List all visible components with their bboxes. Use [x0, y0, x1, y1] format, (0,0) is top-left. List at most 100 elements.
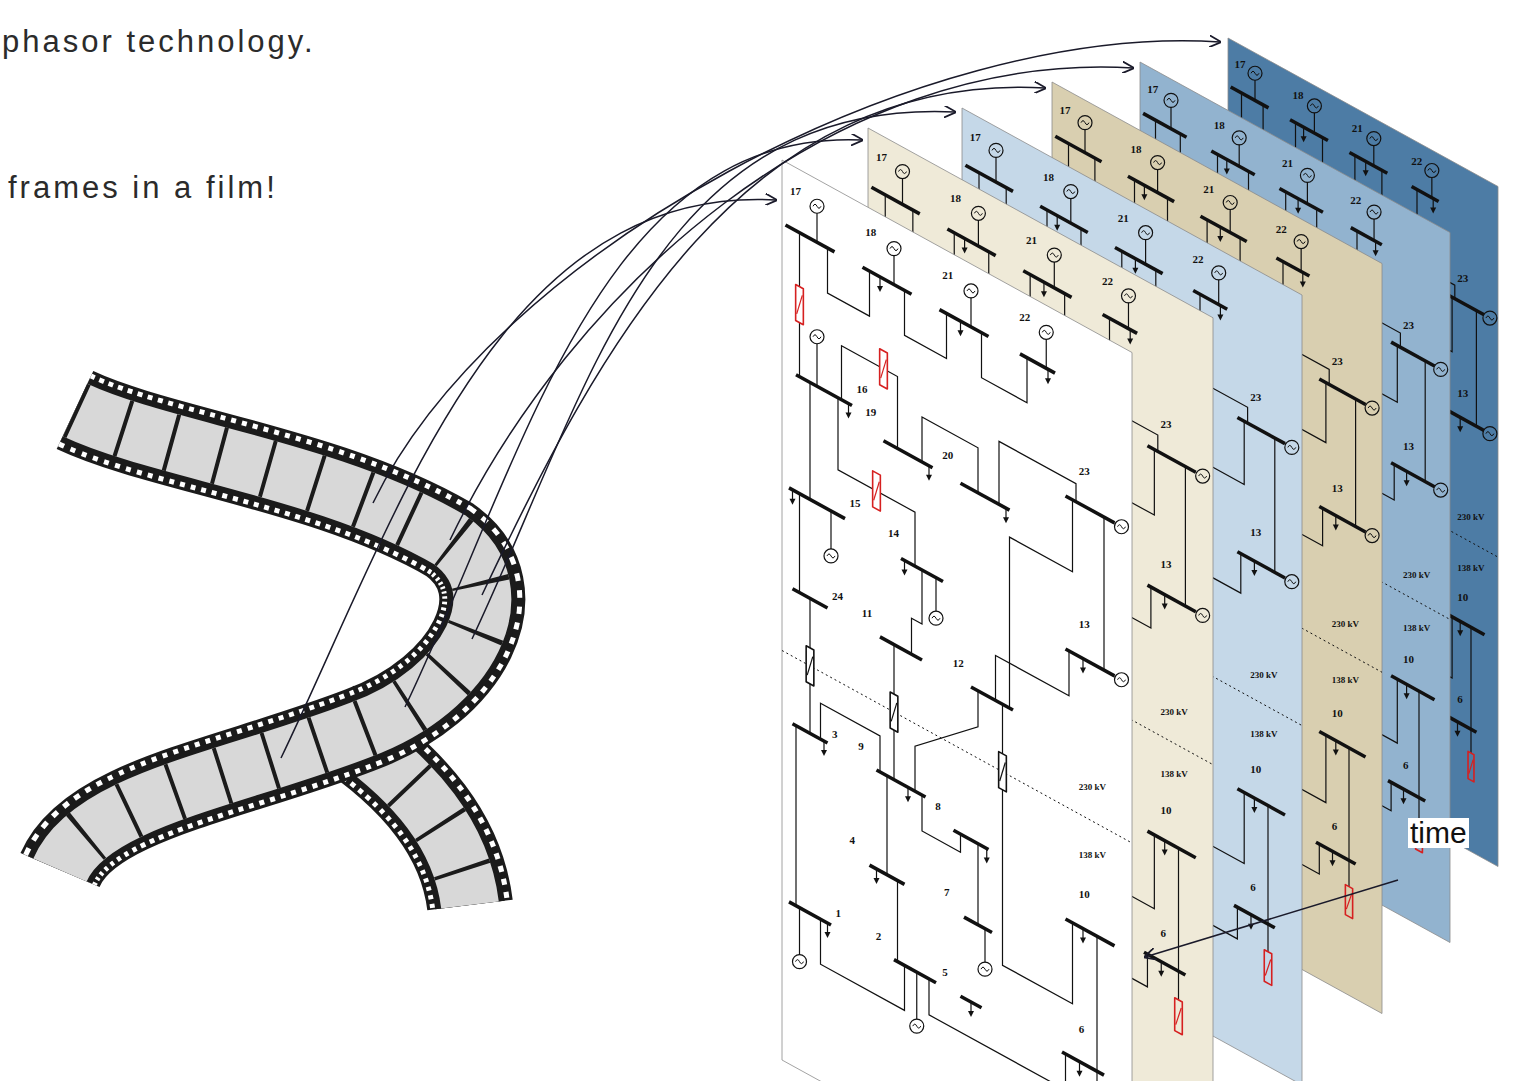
load-arrow — [1127, 330, 1133, 345]
generator-symbol — [1365, 401, 1379, 415]
voltage-label: 138 kV — [1078, 845, 1107, 861]
generator-circle — [1121, 289, 1135, 303]
load-arrow — [1404, 471, 1410, 486]
bus-number: 18 — [1042, 168, 1055, 184]
transmission-line — [1178, 848, 1179, 971]
generator-symbol — [1307, 99, 1321, 133]
bus-bar — [1020, 354, 1055, 373]
load-head — [1217, 236, 1223, 242]
bus-number: 18 — [1130, 144, 1143, 155]
bus-number: 20 — [941, 450, 954, 461]
bus-bar — [1391, 676, 1434, 700]
bus-bar — [871, 187, 919, 214]
generator-tilde — [1042, 330, 1050, 334]
load-arrow — [958, 321, 964, 336]
generator-stem — [916, 972, 917, 1026]
voltage-label: 138 kV — [1249, 724, 1278, 740]
voltage-label: 230 kV — [1078, 783, 1107, 792]
generator-tilde — [974, 211, 982, 215]
bus-number: 23 — [1331, 352, 1344, 368]
bus-bar — [954, 830, 989, 849]
transformer-mark — [1176, 1008, 1182, 1025]
load-head — [846, 413, 852, 419]
bus-number: 17 — [1059, 105, 1072, 116]
bus-bar — [1143, 113, 1186, 137]
voltage-label: 138 kV — [1249, 730, 1278, 739]
generator-tilde — [1368, 406, 1376, 410]
bus-number: 6 — [1078, 1020, 1086, 1036]
bus-bar — [793, 724, 828, 743]
generator-circle — [1064, 185, 1078, 199]
sprocket-holes — [60, 410, 482, 870]
load-arrow — [1300, 272, 1306, 287]
load-head — [1003, 517, 1009, 523]
bus-number: 2 — [875, 927, 883, 943]
bus-bar — [1231, 87, 1269, 108]
voltage-label: 230 kV — [1249, 671, 1278, 680]
bus-number: 21 — [1351, 123, 1364, 134]
bus-bar — [1128, 176, 1174, 201]
load-head — [1457, 426, 1463, 432]
transmission-line — [828, 248, 870, 316]
generator-circle — [1115, 673, 1129, 687]
bus-number: 11 — [861, 604, 873, 620]
bus-number: 4 — [849, 831, 857, 847]
load-arrow — [1457, 621, 1463, 636]
generator-circle — [810, 199, 824, 213]
bus-bar — [1447, 410, 1485, 431]
bus-number: 7 — [943, 883, 951, 899]
bus-number: 22 — [1275, 224, 1288, 235]
generator-symbol — [1212, 266, 1226, 305]
generator-tilde — [1251, 71, 1259, 75]
voltage-label: 230 kV — [1331, 620, 1360, 629]
generator-circle — [964, 284, 978, 298]
generator-tilde — [1199, 474, 1207, 478]
transformer-symbol — [1264, 950, 1271, 986]
transformer-mark — [1469, 760, 1473, 774]
bus-number: 6 — [1249, 882, 1257, 893]
generator-circle — [1367, 205, 1381, 219]
load-head — [877, 286, 883, 292]
generator-tilde — [813, 335, 821, 339]
bus-number: 17 — [1233, 55, 1246, 71]
bus-bar — [1237, 789, 1285, 815]
film-frame — [60, 410, 482, 870]
load-arrow — [1080, 929, 1086, 944]
generator-tilde — [1235, 136, 1243, 140]
bus-number: 23 — [1249, 392, 1262, 403]
curved-arrow — [281, 199, 776, 758]
generator-tilde — [1154, 161, 1162, 165]
load-head — [1251, 570, 1257, 576]
bus-number: 10 — [1402, 654, 1415, 665]
bus-number: 23 — [1402, 316, 1415, 332]
bus-bar — [961, 483, 1010, 510]
bus-bar — [1147, 446, 1195, 473]
generator-tilde — [1303, 173, 1311, 177]
time-axis — [1145, 880, 1398, 957]
generator-tilde — [1288, 445, 1296, 449]
bus-bar — [1319, 732, 1365, 757]
generator-symbol — [1285, 575, 1299, 589]
bus-bar — [1103, 314, 1138, 333]
generator-tilde — [899, 170, 907, 174]
bus-number: 18 — [1291, 86, 1304, 102]
bus-number: 10 — [1456, 588, 1469, 604]
bus-number: 6 — [1331, 821, 1339, 832]
load-arrow — [1333, 516, 1339, 531]
bus-number: 23 — [1249, 388, 1262, 404]
bus-number: 6 — [1331, 817, 1339, 833]
load-head — [1404, 480, 1410, 486]
bus-number: 18 — [949, 189, 962, 205]
load-arrow — [1455, 722, 1461, 737]
load-arrow — [1401, 789, 1407, 804]
transmission-line — [912, 570, 923, 654]
transformer-mark — [807, 657, 813, 676]
frame-divider — [60, 410, 482, 870]
generator-symbol — [896, 165, 910, 205]
bus-bar — [1062, 1052, 1104, 1075]
bus-bar — [901, 558, 943, 581]
transmission-line — [905, 290, 947, 358]
bus-number: 22 — [1101, 276, 1114, 287]
load-arrow — [1363, 161, 1369, 176]
curved-arrow — [472, 112, 955, 639]
